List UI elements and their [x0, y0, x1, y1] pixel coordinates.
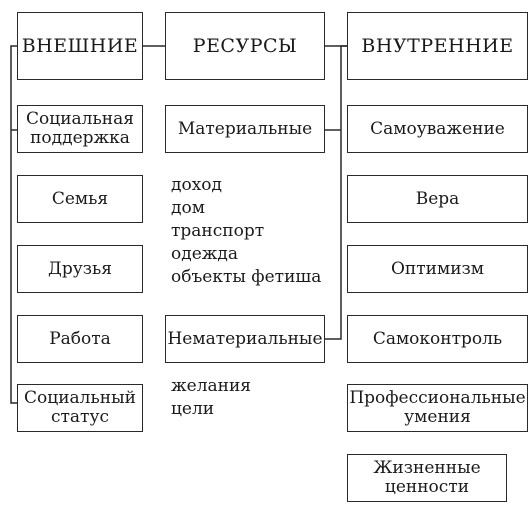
external-header: ВНЕШНИЕ — [17, 12, 143, 80]
internal-header-label: ВНУТРЕННИЕ — [361, 34, 514, 57]
external-bracket — [10, 45, 17, 404]
internal-item-life-values: Жизненные ценности — [347, 454, 507, 502]
immaterial-items-list: желания цели — [171, 375, 251, 421]
external-item-social-support: Социальная поддержка — [17, 105, 143, 153]
resources-header-label: РЕСУРСЫ — [192, 34, 298, 57]
external-item-family: Семья — [17, 175, 143, 223]
external-item-friends: Друзья — [17, 245, 143, 293]
immaterial-item: цели — [171, 399, 215, 419]
internal-header: ВНУТРЕННИЕ — [347, 12, 528, 80]
internal-item-optimism: Оптимизм — [347, 245, 528, 293]
external-header-label: ВНЕШНИЕ — [21, 34, 139, 57]
external-item-social-status: Социальный статус — [17, 384, 143, 432]
internal-item-professional-skills: Профессиональные умения — [347, 384, 528, 432]
immaterial-item: желания — [171, 376, 252, 396]
internal-bracket — [333, 45, 347, 340]
external-item-work: Работа — [17, 315, 143, 363]
immaterial-resources-box: Нематериальные — [165, 315, 325, 363]
material-item: объекты фетиша — [171, 267, 322, 287]
material-items-list: доход дом транспорт одежда объекты фетиш… — [171, 174, 321, 289]
material-item: дом — [171, 198, 205, 218]
internal-item-self-control: Самоконтроль — [347, 315, 528, 363]
resources-header: РЕСУРСЫ — [165, 12, 325, 80]
internal-item-faith: Вера — [347, 175, 528, 223]
material-resources-box: Материальные — [165, 105, 325, 153]
material-item: транспорт — [171, 221, 265, 241]
internal-item-self-esteem: Самоуважение — [347, 105, 528, 153]
material-item: одежда — [171, 244, 239, 264]
material-item: доход — [171, 175, 222, 195]
